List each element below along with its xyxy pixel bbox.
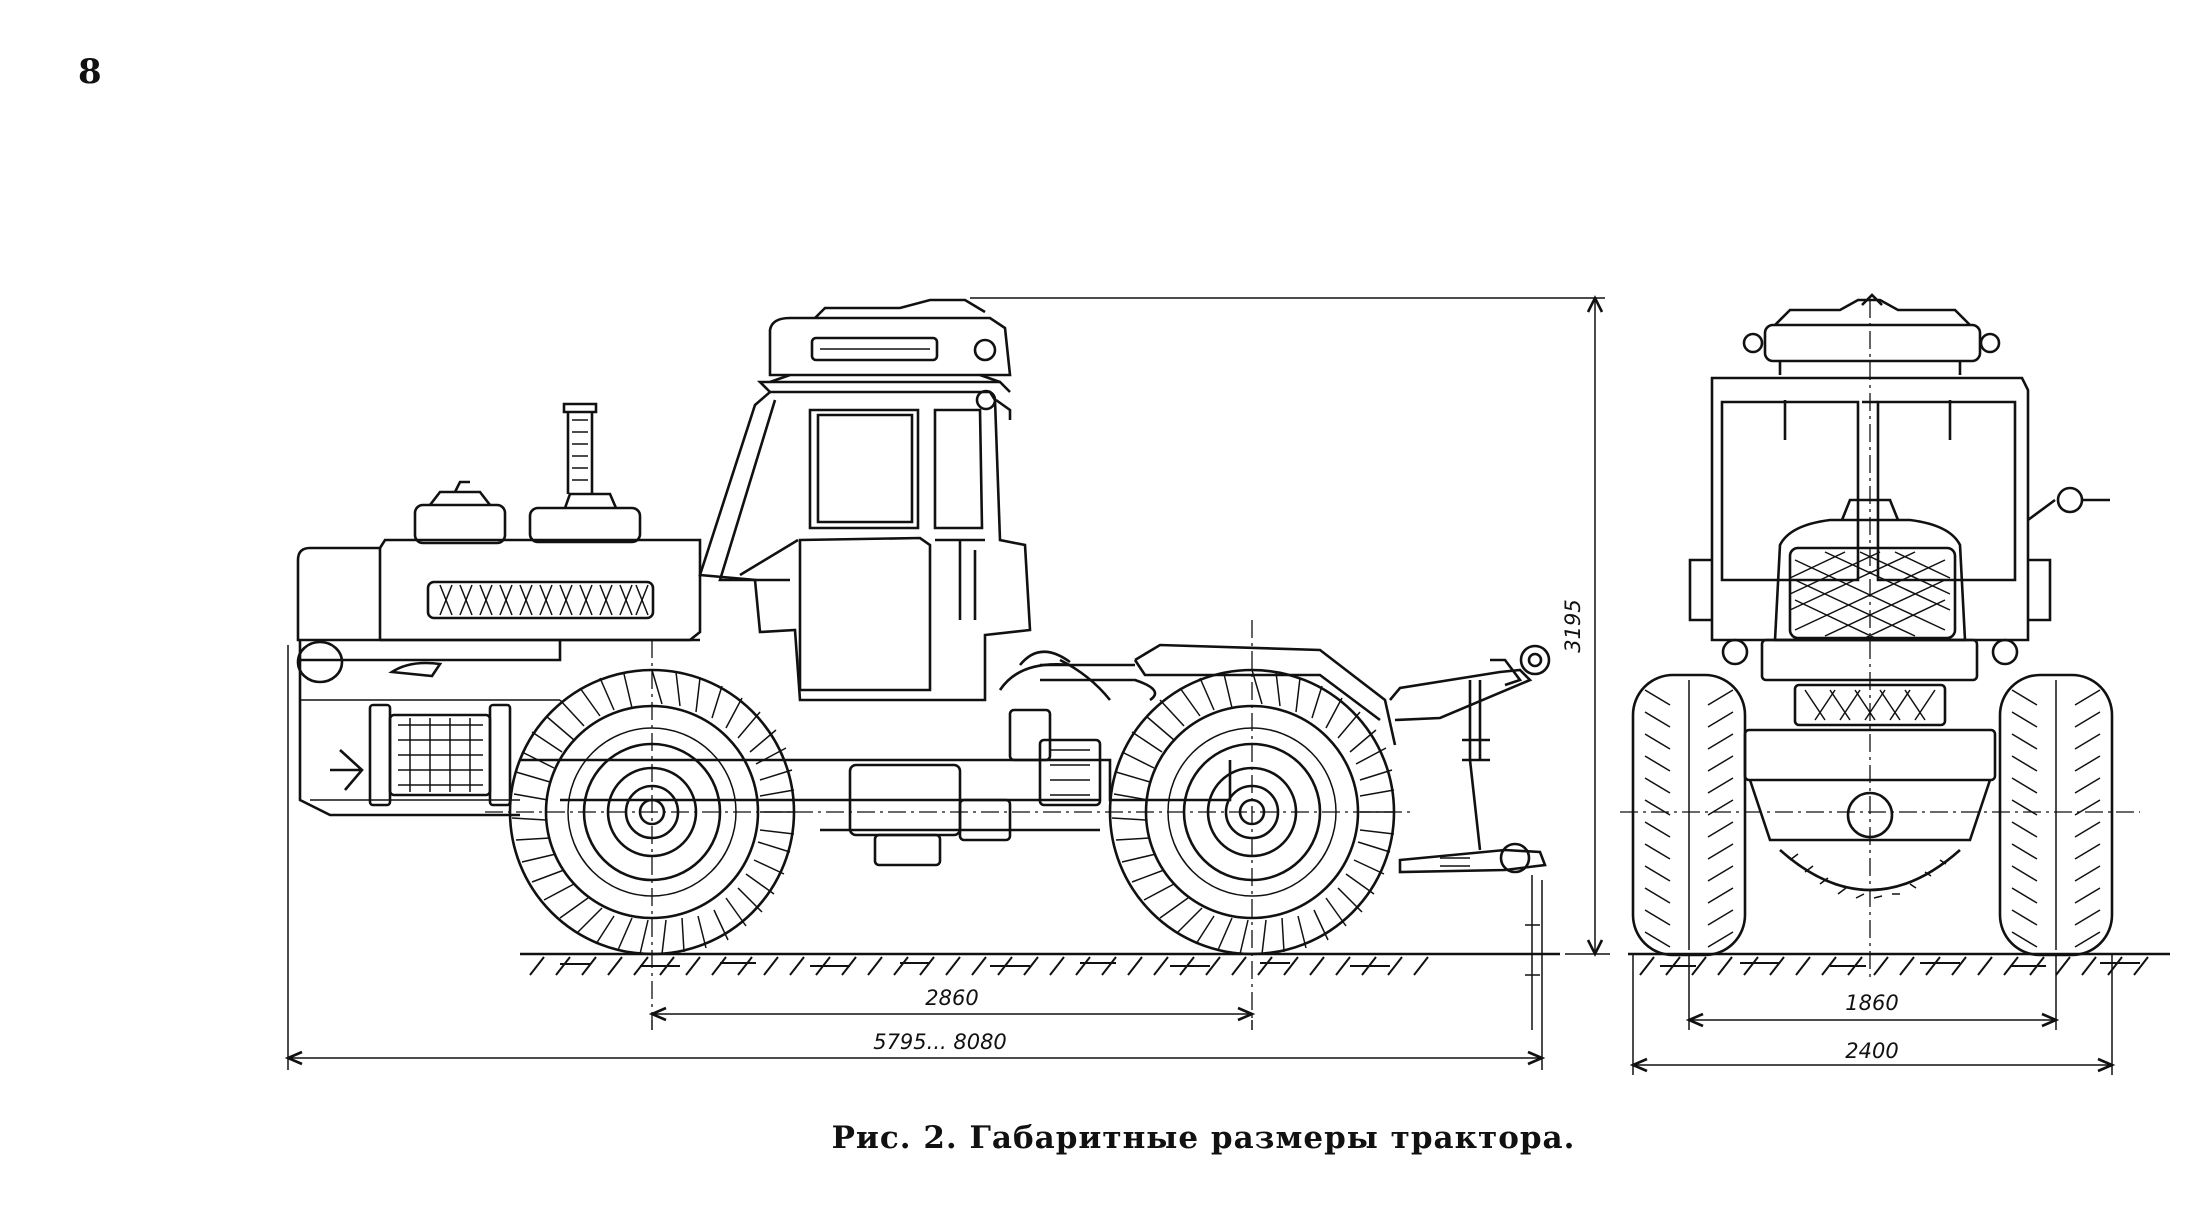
tractor-front-view: 1860 2400 [1620,293,2170,1075]
exhaust-and-air-cleaner [413,402,642,545]
cab-roof [756,298,1012,393]
page-number: 8 [78,52,102,92]
wheelbase-dimension-label: 2860 [925,986,978,1010]
figure-caption: Рис. 2. Габаритные размеры трактора. [0,1120,2207,1156]
front-wheel [508,668,796,956]
height-dimension-label: 3195 [1561,599,1585,652]
front-radiator [330,703,512,807]
dimension-track: 1860 [1685,955,2060,1030]
rear-fender [1018,643,1397,746]
drivetrain-side [820,663,1102,867]
track-dimension-label: 1860 [1845,991,1898,1015]
rear-hitch [1389,644,1551,874]
tractor-side-view: 3195 2860 5795... 8080 [284,295,1610,1070]
cab-front [1688,376,2110,642]
dimension-height: 3195 [970,295,1610,957]
dimension-wheelbase: 2860 [648,986,1256,1030]
width-dimension-label: 2400 [1845,1039,1898,1063]
front-right-tyre [1998,673,2114,957]
figure-caption-text: Рис. 2. Габаритные размеры трактора. [831,1120,1576,1156]
engine-hood [296,538,702,684]
length-dimension-label: 5795... 8080 [873,1030,1007,1054]
cab-side [698,389,1032,702]
front-roof [1742,293,2001,375]
ground-line-front [1628,952,2170,976]
front-left-tyre [1631,673,1747,957]
dimension-width: 2400 [1629,955,2116,1075]
ground-line-side [520,952,1560,976]
dimension-length: 5795... 8080 [284,645,1546,1070]
hitch-height-marker [1525,875,1540,1030]
